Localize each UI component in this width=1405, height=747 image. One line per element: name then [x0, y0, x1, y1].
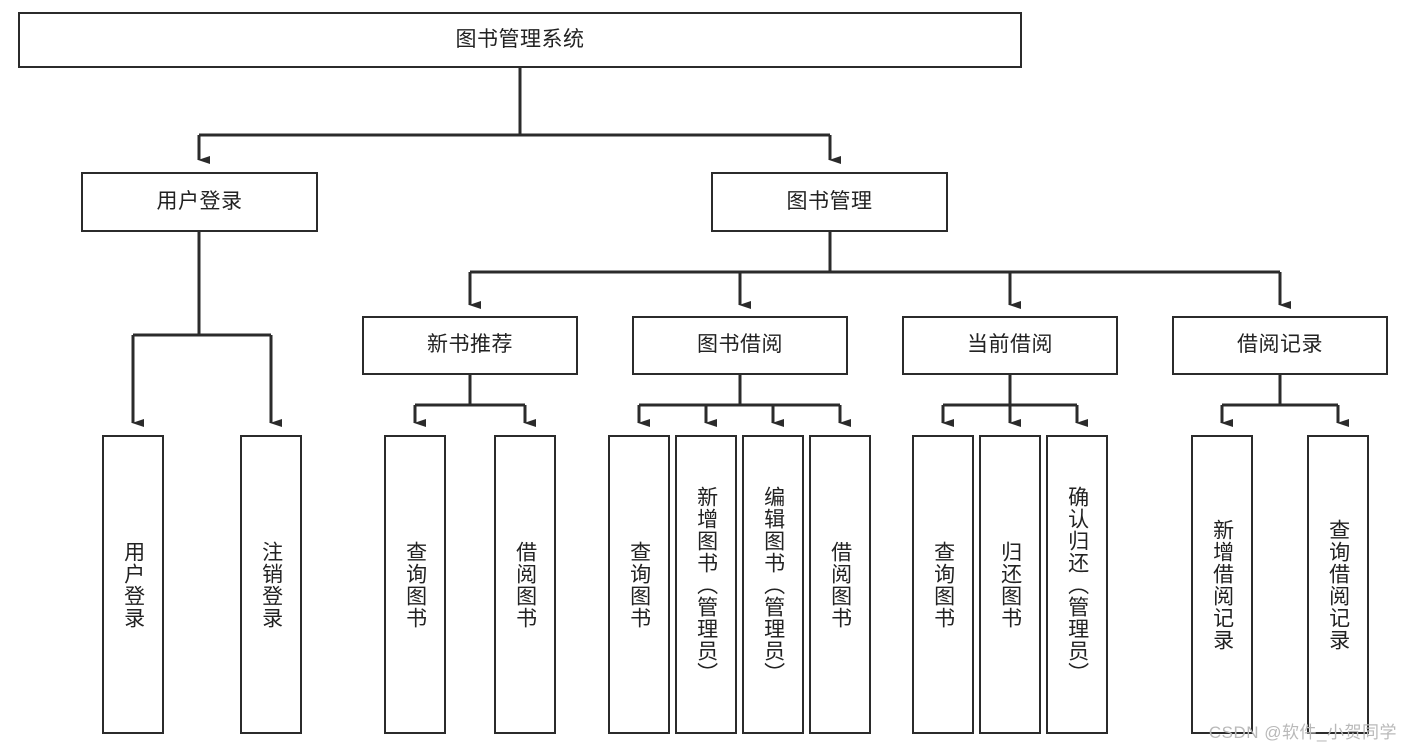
- node-user-login[interactable]: 用户登录: [81, 172, 318, 232]
- node-label-current-borrow: 当前借阅: [967, 333, 1053, 357]
- node-label-book-management: 图书管理: [786, 189, 873, 213]
- leaf-new-book-borrow[interactable]: 借阅图书: [494, 435, 556, 734]
- node-label-new-book-recommend: 新书推荐: [427, 333, 513, 357]
- leaf-label-borrow-record-add: 新增借阅记录: [1210, 518, 1234, 651]
- leaf-label-borrow-record-query: 查询借阅记录: [1326, 518, 1350, 651]
- node-label-user-login: 用户登录: [156, 189, 243, 213]
- leaf-label-user-login-login: 用户登录: [121, 540, 145, 629]
- node-book-management[interactable]: 图书管理: [711, 172, 948, 232]
- leaf-label-new-book-query: 查询图书: [403, 540, 427, 629]
- leaf-label-current-borrow-query: 查询图书: [931, 540, 955, 629]
- leaf-current-borrow-confirm[interactable]: 确认归还（管理员）: [1046, 435, 1108, 734]
- node-label-book-borrow: 图书借阅: [697, 333, 783, 357]
- node-root-system[interactable]: 图书管理系统: [18, 12, 1022, 68]
- node-label-borrow-record: 借阅记录: [1237, 333, 1323, 357]
- leaf-book-borrow-add[interactable]: 新增图书（管理员）: [675, 435, 737, 734]
- node-label-root: 图书管理系统: [455, 27, 585, 51]
- leaf-label-book-borrow-borrow: 借阅图书: [828, 540, 852, 629]
- leaf-book-borrow-borrow[interactable]: 借阅图书: [809, 435, 871, 734]
- leaf-label-book-borrow-add: 新增图书（管理员）: [694, 485, 718, 684]
- node-new-book-recommend[interactable]: 新书推荐: [362, 316, 578, 375]
- node-borrow-record[interactable]: 借阅记录: [1172, 316, 1388, 375]
- leaf-user-login-logout[interactable]: 注销登录: [240, 435, 302, 734]
- leaf-label-current-borrow-return: 归还图书: [998, 540, 1022, 629]
- leaf-current-borrow-return[interactable]: 归还图书: [979, 435, 1041, 734]
- leaf-book-borrow-query[interactable]: 查询图书: [608, 435, 670, 734]
- leaf-label-book-borrow-edit: 编辑图书（管理员）: [761, 485, 785, 684]
- leaf-label-current-borrow-confirm: 确认归还（管理员）: [1065, 485, 1089, 684]
- node-book-borrow[interactable]: 图书借阅: [632, 316, 848, 375]
- leaf-label-book-borrow-query: 查询图书: [627, 540, 651, 629]
- leaf-label-new-book-borrow: 借阅图书: [513, 540, 537, 629]
- leaf-current-borrow-query[interactable]: 查询图书: [912, 435, 974, 734]
- leaf-new-book-query[interactable]: 查询图书: [384, 435, 446, 734]
- leaf-label-user-login-logout: 注销登录: [259, 540, 283, 629]
- leaf-borrow-record-add[interactable]: 新增借阅记录: [1191, 435, 1253, 734]
- leaf-borrow-record-query[interactable]: 查询借阅记录: [1307, 435, 1369, 734]
- leaf-book-borrow-edit[interactable]: 编辑图书（管理员）: [742, 435, 804, 734]
- node-current-borrow[interactable]: 当前借阅: [902, 316, 1118, 375]
- leaf-user-login-login[interactable]: 用户登录: [102, 435, 164, 734]
